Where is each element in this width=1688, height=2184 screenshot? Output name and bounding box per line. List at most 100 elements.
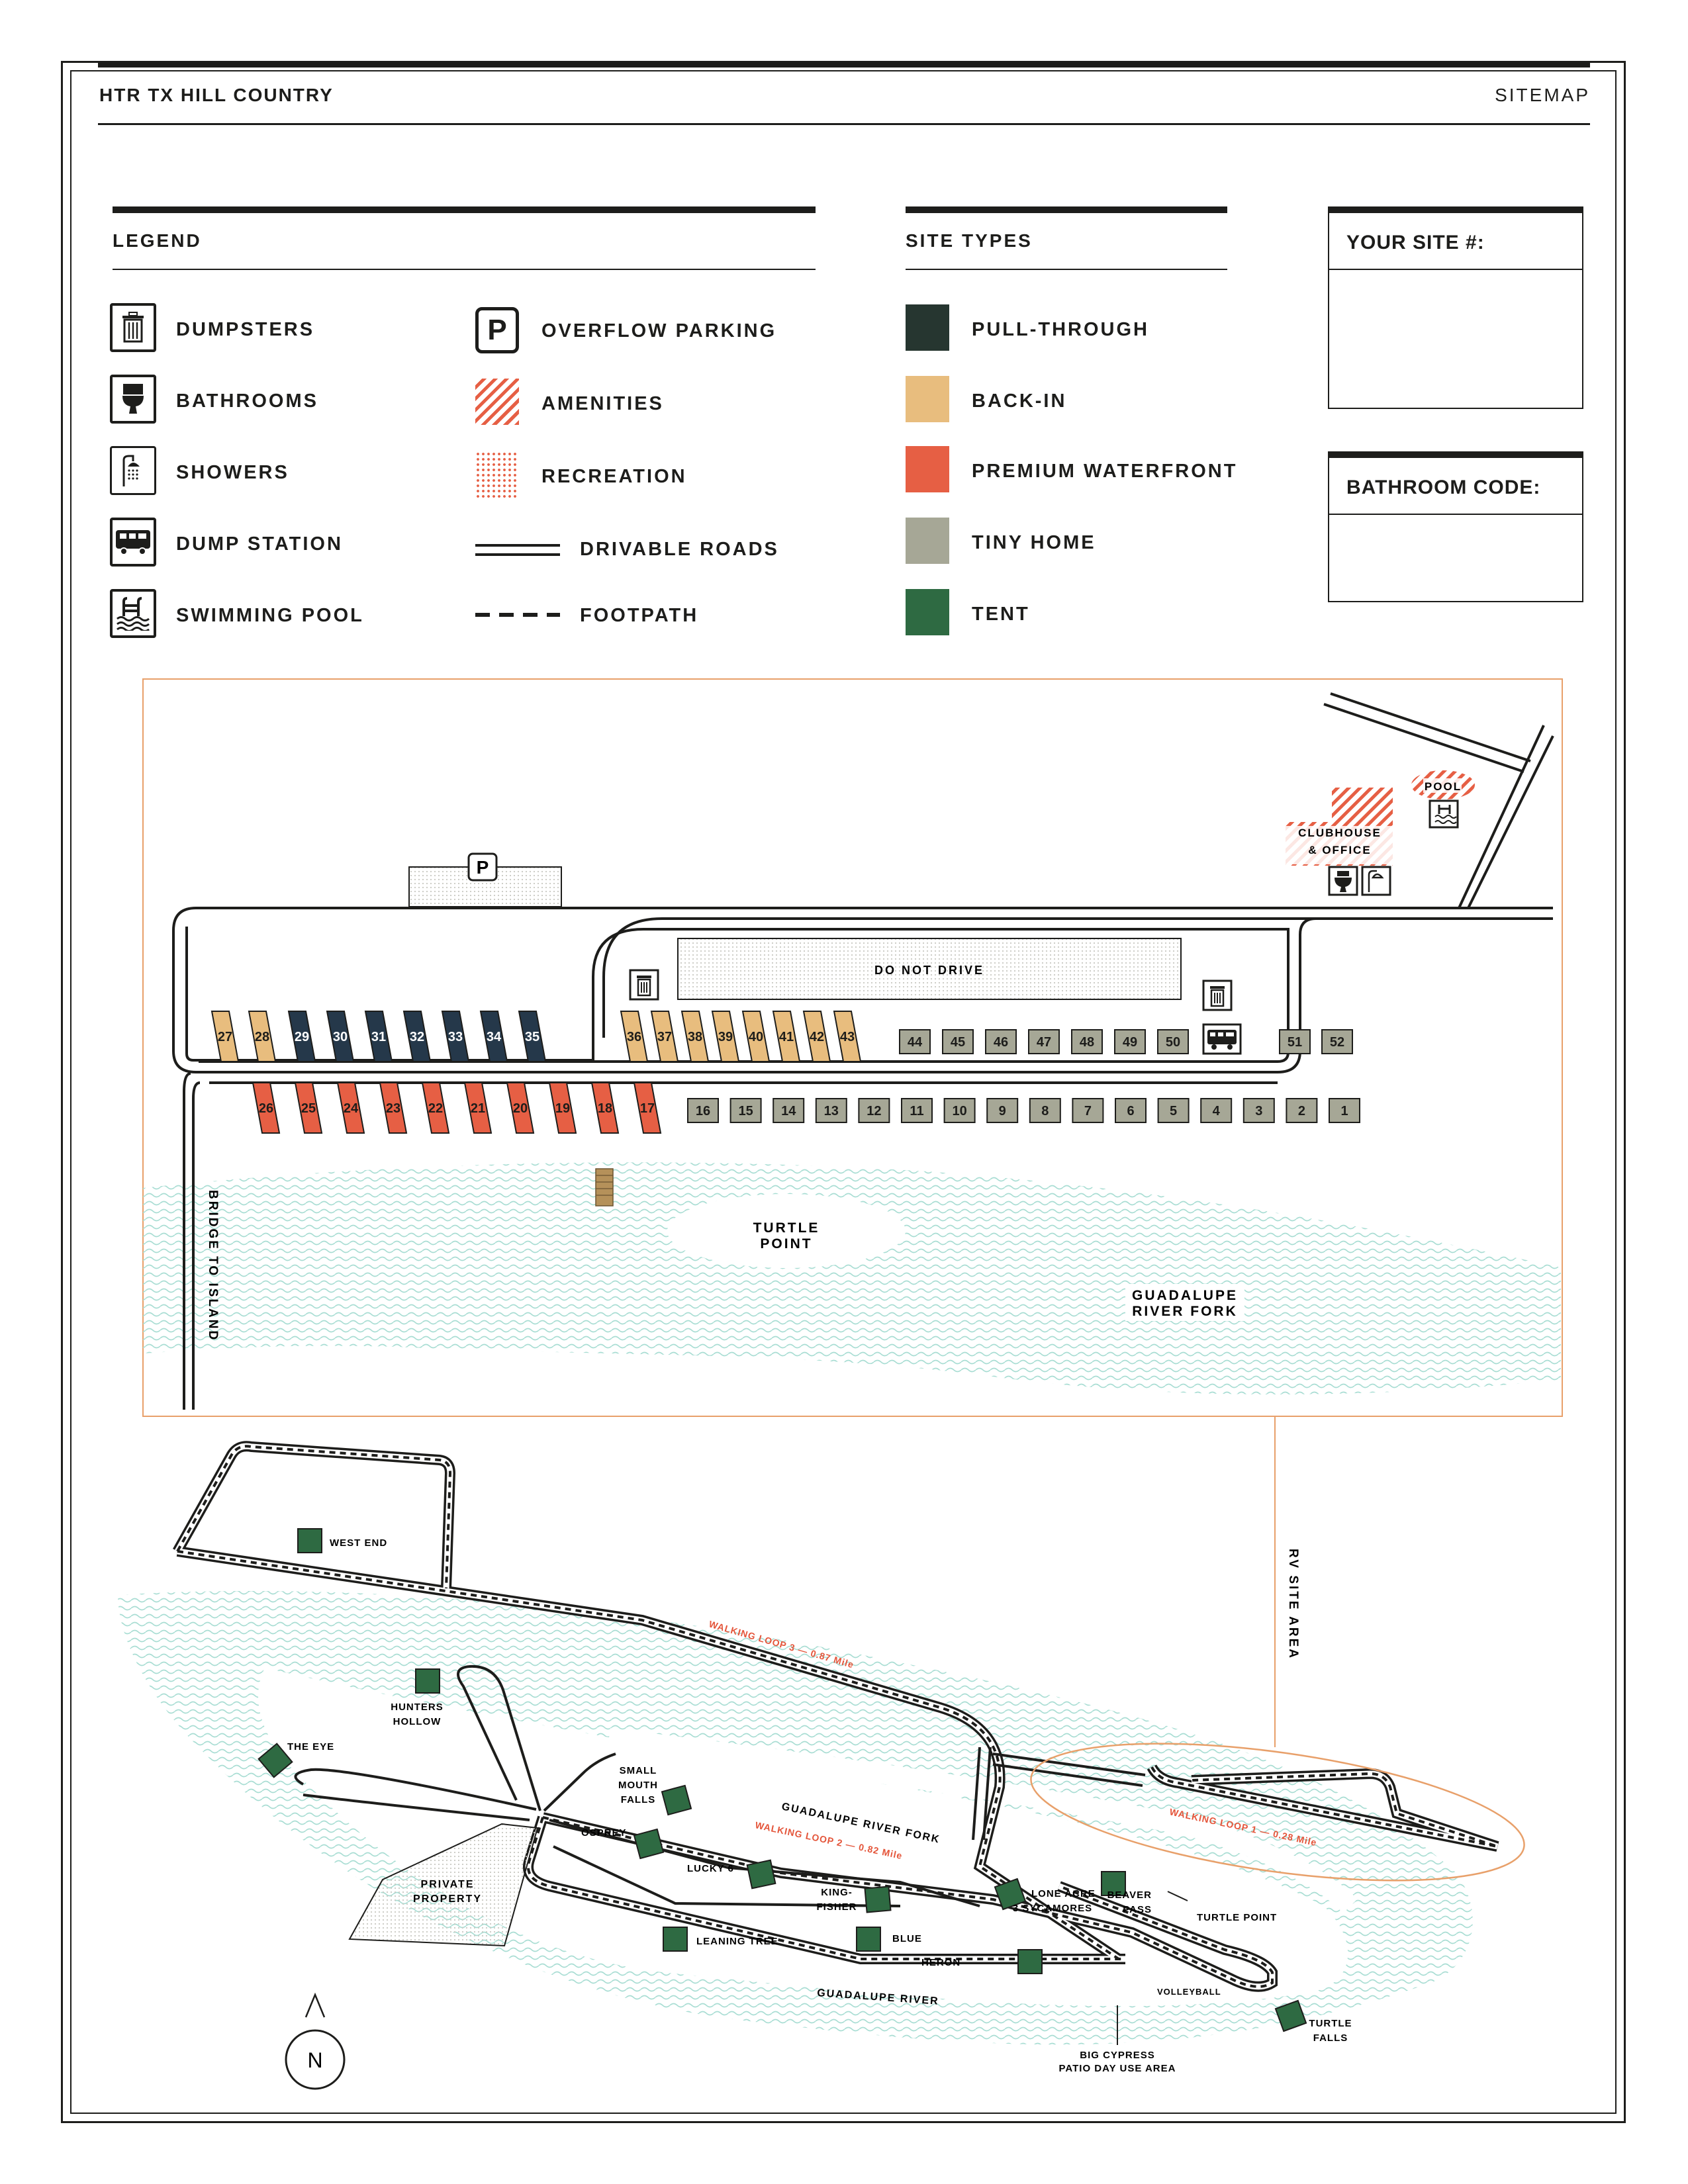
site-12: 12 <box>858 1098 890 1123</box>
river-fork-label-2: RIVER FORK <box>1132 1304 1238 1319</box>
north-label: N <box>307 2048 322 2072</box>
site-types-bar <box>906 206 1227 213</box>
site-48: 48 <box>1071 1029 1103 1054</box>
guadalupe-river-fork-water <box>143 1162 1561 1394</box>
site-25: 25 <box>294 1082 323 1134</box>
tent-label-14: BLUE <box>892 1933 922 1944</box>
compass-icon <box>285 2029 346 2090</box>
do-not-drive-label: DO NOT DRIVE <box>874 964 984 977</box>
tent-site-9 <box>856 1927 881 1952</box>
site-label-51: 51 <box>1288 1035 1302 1050</box>
site-label-13: 13 <box>824 1104 839 1118</box>
clubhouse-label-2: & OFFICE <box>1308 844 1371 856</box>
site-30: 30 <box>326 1011 355 1062</box>
tent-label-5: MOUTH <box>618 1780 658 1791</box>
site-label-6: 6 <box>1127 1104 1134 1118</box>
clubhouse-shower-icon <box>1361 866 1391 896</box>
legend-label-dump-station: DUMP STATION <box>176 533 343 555</box>
north-arrow-icon <box>305 1992 326 2018</box>
swatch-pull-through <box>906 304 949 351</box>
header-rule <box>98 123 1590 125</box>
site-label-1: 1 <box>1340 1104 1348 1118</box>
site-4: 4 <box>1200 1098 1233 1123</box>
page-title: HTR TX HILL COUNTRY <box>99 85 334 105</box>
tent-label-4: SMALL <box>620 1765 657 1776</box>
pool-label: POOL <box>1425 780 1462 793</box>
site-label-10: 10 <box>952 1104 966 1118</box>
tent-label-7: OSPREY <box>581 1827 627 1839</box>
site-label-47: 47 <box>1037 1035 1051 1050</box>
tent-label-2: HOLLOW <box>393 1716 442 1727</box>
site-23: 23 <box>379 1082 408 1134</box>
swatch-premium-waterfront <box>906 446 949 492</box>
site-label-24: 24 <box>344 1101 359 1116</box>
legend-label-bathrooms: BATHROOMS <box>176 390 318 412</box>
site-10: 10 <box>943 1098 976 1123</box>
tent-site-7 <box>994 1878 1027 1911</box>
tent-label-0: WEST END <box>330 1537 387 1549</box>
parking-sign-label: P <box>477 857 489 878</box>
your-site-box[interactable]: YOUR SITE #: <box>1328 206 1583 409</box>
tent-label-13: LEANING TREE <box>696 1936 778 1947</box>
bathroom-code-box[interactable]: BATHROOM CODE: <box>1328 451 1583 602</box>
private-property <box>348 1823 539 1947</box>
overflow-parking-area <box>408 866 562 907</box>
site-17: 17 <box>633 1082 662 1134</box>
site-label-41: 41 <box>779 1030 794 1044</box>
your-site-title: YOUR SITE #: <box>1346 232 1485 253</box>
site-11: 11 <box>901 1098 933 1123</box>
swatch-tent <box>906 589 949 635</box>
site-label-42: 42 <box>810 1030 824 1044</box>
site-40: 40 <box>741 1011 771 1062</box>
site-label-36: 36 <box>627 1030 641 1044</box>
dock <box>595 1168 614 1206</box>
shower-icon <box>110 446 156 495</box>
site-label-31: 31 <box>371 1030 386 1044</box>
site-7: 7 <box>1072 1098 1104 1123</box>
site-33: 33 <box>441 1011 470 1062</box>
site-label-34: 34 <box>487 1030 502 1044</box>
site-label-35: 35 <box>525 1030 539 1044</box>
site-16: 16 <box>687 1098 719 1123</box>
site-label-46: 46 <box>994 1035 1008 1050</box>
site-label-15: 15 <box>738 1104 753 1118</box>
walking-loop-1-highlight <box>1030 1743 1525 1882</box>
bathroom-code-title: BATHROOM CODE: <box>1346 477 1541 498</box>
bridge-label: BRIDGE TO ISLAND <box>206 1190 220 1342</box>
site-label-11: 11 <box>910 1104 923 1118</box>
tent-site-12 <box>1274 1999 1307 2032</box>
toilet-icon <box>110 375 156 424</box>
rv-dump-station-icon <box>110 518 156 567</box>
tent-site-0 <box>297 1528 322 1553</box>
site-label-37: 37 <box>657 1030 672 1044</box>
turtle-point-label-1: TURTLE <box>753 1220 820 1236</box>
tent-label-1: HUNTERS <box>391 1702 444 1713</box>
site-38: 38 <box>680 1011 710 1062</box>
site-label-40: 40 <box>749 1030 763 1044</box>
site-2: 2 <box>1286 1098 1318 1123</box>
site-label-33: 33 <box>448 1030 463 1044</box>
site-28: 28 <box>248 1011 277 1062</box>
site-9: 9 <box>986 1098 1019 1123</box>
site-44: 44 <box>899 1029 931 1054</box>
legend-label-dumpsters: DUMPSTERS <box>176 319 315 340</box>
site-46: 46 <box>985 1029 1017 1054</box>
site-label-4: 4 <box>1213 1104 1221 1118</box>
dumpster-icon-map-2 <box>1202 979 1233 1011</box>
site-6: 6 <box>1115 1098 1147 1123</box>
double-line-icon <box>475 544 560 556</box>
site-34: 34 <box>479 1011 508 1062</box>
site-label-2: 2 <box>1298 1104 1305 1118</box>
site-51: 51 <box>1279 1029 1311 1054</box>
site-label-44: 44 <box>908 1035 923 1050</box>
site-14: 14 <box>773 1098 805 1123</box>
island-roads <box>294 1664 1146 1907</box>
dumpster-icon-map-1 <box>629 969 659 1001</box>
site-label-17: 17 <box>640 1101 655 1116</box>
site-26: 26 <box>252 1082 281 1134</box>
legend-label-overflow-parking: OVERFLOW PARKING <box>541 320 777 341</box>
site-50: 50 <box>1157 1029 1189 1054</box>
site-label-50: 50 <box>1166 1035 1180 1050</box>
tent-label-12: 3 SYCAMORES <box>1013 1903 1092 1914</box>
